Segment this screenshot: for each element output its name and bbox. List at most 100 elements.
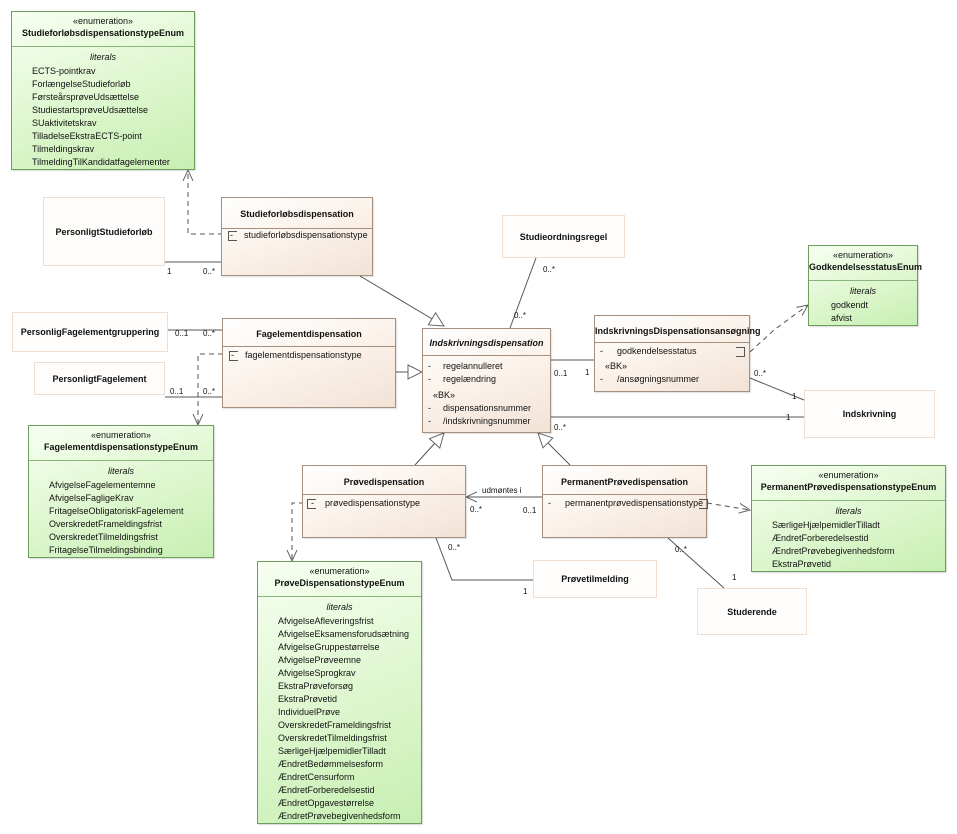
multiplicity-label: 0..1	[170, 387, 184, 396]
class-name: Indskrivningsdispensation	[429, 338, 544, 348]
attr-name: studieforløbsdispensationstype	[244, 230, 368, 240]
literals-title: literals	[326, 602, 353, 612]
literal-item: EkstraPrøvetid	[772, 559, 832, 569]
class-name: Fagelementdispensation	[256, 329, 362, 339]
literal-item: EkstraPrøvetid	[278, 694, 338, 704]
literal-item: ÆndretPrøvebegivenhedsform	[278, 811, 401, 821]
class-studieordningsregel: Studieordningsregel	[502, 215, 625, 258]
enum-godkendelsesstatus: «enumeration» GodkendelsesstatusEnum lit…	[808, 245, 923, 326]
multiplicity-label: 0..*	[754, 369, 767, 378]
gen-permanent	[538, 433, 571, 466]
multiplicity-label: 0..*	[203, 267, 216, 276]
stereotype-label: «enumeration»	[72, 16, 134, 26]
multiplicity-label: 0..1	[523, 506, 537, 515]
attr-name: fagelementdispensationstype	[245, 350, 362, 360]
literal-item: EkstraPrøveforsøg	[278, 681, 354, 691]
enum-permanentprovedispensationstype: «enumeration» PermanentPrøvedispensation…	[751, 465, 946, 572]
enum-name: GodkendelsesstatusEnum	[809, 262, 923, 272]
literal-item: ÆndretOpgavestørrelse	[278, 798, 375, 808]
dep-fagelement-enum	[198, 353, 232, 425]
class-name: Studieforløbsdispensation	[240, 209, 354, 219]
literals-title: literals	[849, 286, 876, 296]
class-name: PermanentPrøvedispensation	[560, 477, 689, 487]
association-label: udmøntes i	[482, 486, 522, 495]
multiplicity-label: 0..1	[554, 369, 568, 378]
assoc-studerende	[667, 537, 725, 589]
attr-visibility: -	[548, 498, 551, 508]
literal-item: OverskredetFrameldingsfrist	[278, 720, 392, 730]
gen-prove	[414, 433, 444, 466]
literal-item: ÆndretBedømmelsesform	[278, 759, 384, 769]
stereotype-label: «enumeration»	[90, 430, 152, 440]
assoc-studieordningsregel	[509, 257, 537, 329]
attr-visibility: -	[311, 498, 314, 508]
enum-fagelementdispensationstype: «enumeration» Fagelementdispensationstyp…	[28, 425, 214, 558]
class-name: PersonligFagelementgruppering	[20, 327, 160, 337]
enum-name: FagelementdispensationstypeEnum	[43, 442, 199, 452]
literal-item: SærligeHjælpemidlerTilladt	[278, 746, 386, 756]
dep-permanent-enum	[706, 502, 750, 510]
class-personligtstudieforlob: PersonligtStudieforløb	[43, 197, 165, 266]
class-studieforlobsdispensation: Studieforløbsdispensation - studieforløb…	[221, 197, 373, 276]
multiplicity-label: 1	[585, 368, 590, 377]
attr-name: /ansøgningsnummer	[617, 374, 700, 384]
stereotype-label: «enumeration»	[309, 566, 370, 576]
enum-name: StudieforløbsdispensationstypeEnum	[21, 28, 185, 38]
literal-item: ÆndretPrøvebegivenhedsform	[772, 546, 895, 556]
literal-item: afvist	[831, 313, 853, 323]
literal-item: AfvigelseSprogkrav	[278, 668, 356, 678]
literal-item: TilmeldingTilKandidatfagelementer	[32, 157, 170, 167]
attr-visibility: -	[231, 350, 234, 360]
stereotype-label: «enumeration»	[818, 470, 879, 480]
class-permanentprovedispensation: PermanentPrøvedispensation - permanentpr…	[542, 465, 708, 538]
literal-item: ÆndretForberedelsestid	[772, 533, 869, 543]
attr-visibility: -	[428, 361, 431, 371]
multiplicity-label: 0..*	[203, 329, 216, 338]
attr-name: regelændring	[443, 374, 497, 384]
literal-item: IndividuelPrøve	[278, 707, 341, 717]
class-personligfagelementgruppering: PersonligFagelementgruppering	[12, 312, 168, 352]
class-name: Indskrivning	[842, 409, 897, 419]
dep-studieforlob-enum	[188, 170, 223, 235]
bk-stereotype: «BK»	[605, 361, 628, 371]
class-provetilmelding: Prøvetilmelding	[533, 560, 657, 598]
multiplicity-label: 0..*	[448, 543, 461, 552]
literal-item: AfvigelseGruppestørrelse	[278, 642, 380, 652]
class-name: IndskrivningsDispensationsansøgning	[595, 326, 761, 336]
enum-provedispensationstype: «enumeration» PrøveDispensationstypeEnum…	[257, 561, 422, 824]
multiplicity-label: 0..*	[675, 545, 688, 554]
attr-name: prøvedispensationstype	[325, 498, 421, 508]
bk-stereotype: «BK»	[433, 390, 456, 400]
attr-visibility: -	[600, 374, 603, 384]
multiplicity-label: 1	[792, 392, 797, 401]
dep-prove-enum	[292, 502, 304, 561]
class-indskrivning: Indskrivning	[804, 390, 935, 438]
literal-item: OverskredetTilmeldingsfrist	[278, 733, 387, 743]
literal-item: AfvigelseAfleveringsfrist	[278, 616, 374, 626]
multiplicity-label: 0..*	[203, 387, 216, 396]
class-studerende: Studerende	[697, 588, 807, 635]
class-name: Prøvetilmelding	[561, 574, 629, 584]
dep-godkendelse-enum	[749, 305, 808, 353]
enum-name: PermanentPrøvedispensationstypeEnum	[760, 482, 937, 492]
multiplicity-label: 1	[786, 413, 791, 422]
class-name: Prøvedispensation	[343, 477, 425, 487]
literal-item: FritagelseObligatoriskFagelement	[49, 506, 184, 516]
literals-title: literals	[107, 466, 134, 476]
multiplicity-label: 1	[523, 587, 528, 596]
attr-visibility: -	[428, 374, 431, 384]
enum-name: PrøveDispensationstypeEnum	[274, 578, 405, 588]
class-name: PersonligtStudieforløb	[55, 226, 153, 237]
attr-name: permanentprøvedispensationstype	[565, 498, 704, 508]
class-indskrivningsdispensationsansogning: IndskrivningsDispensationsansøgning - go…	[594, 315, 761, 392]
literal-item: AfvigelseFagligeKrav	[49, 493, 134, 503]
literals-title: literals	[835, 506, 862, 516]
enum-studieforlobsdispensationstype: «enumeration» Studieforløbsdispensations…	[11, 11, 195, 170]
literal-item: FritagelseTilmeldingsbinding	[49, 545, 163, 555]
literal-item: OverskredetFrameldingsfrist	[49, 519, 163, 529]
multiplicity-label: 0..*	[543, 265, 556, 274]
multiplicity-label: 1	[732, 573, 737, 582]
class-indskrivningsdispensation: Indskrivningsdispensation -regelannuller…	[422, 328, 551, 433]
literal-item: AfvigelseEksamensforudsætning	[278, 629, 410, 639]
